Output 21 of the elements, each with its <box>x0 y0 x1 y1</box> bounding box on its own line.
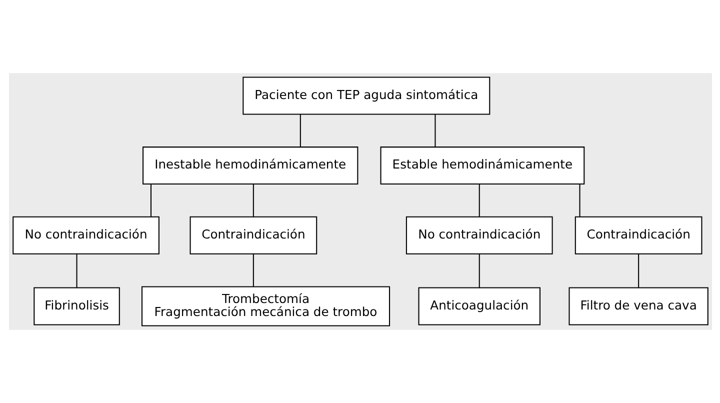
connector <box>252 254 254 287</box>
node-box: Estable hemodinámicamente <box>380 146 584 185</box>
node-box: Filtro de vena cava <box>568 287 708 326</box>
connector <box>638 254 639 288</box>
node-box: Contraindicación <box>189 216 317 254</box>
connector <box>150 184 151 217</box>
connector <box>299 114 300 147</box>
node-box: No contraindicación <box>405 216 552 254</box>
node-box: Paciente con TEP aguda sintomática <box>242 76 490 115</box>
node-box: Fibrinolisis <box>33 287 120 326</box>
node-box: Contraindicación <box>574 216 702 254</box>
node-box: Anticoagulación <box>418 287 540 326</box>
connector <box>252 184 254 217</box>
node-box: No contraindicación <box>12 216 159 254</box>
node-box: Trombectomía Fragmentación mecánica de trombo <box>140 286 390 326</box>
connector <box>578 184 580 217</box>
connector <box>478 254 480 288</box>
connector <box>76 254 77 288</box>
connector <box>478 184 480 217</box>
connector <box>434 114 436 147</box>
node-box: Inestable hemodinámicamente <box>142 146 358 185</box>
